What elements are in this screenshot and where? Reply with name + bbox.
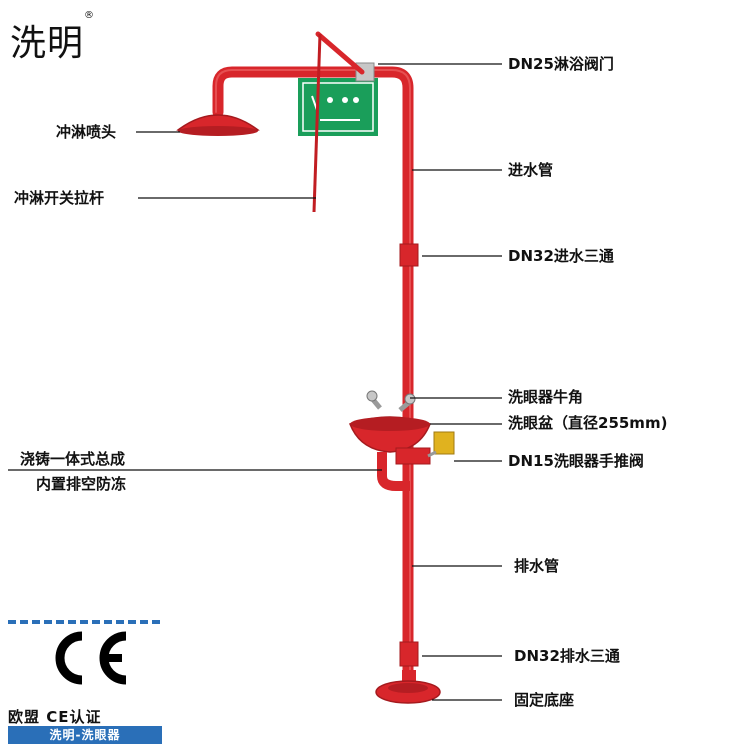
eyewash-assembly [349, 390, 455, 491]
label-drain-pipe: 排水管 [514, 557, 560, 575]
ce-certification-badge: 欧盟 CE认证 洗明-洗眼器 [8, 620, 162, 746]
label-eyewash-bowl: 洗眼盆（直径255mm) [508, 414, 668, 432]
fixed-base [375, 670, 441, 704]
label-pull-rod: 冲淋开关拉杆 [14, 189, 105, 207]
label-casting-line1: 浇铸一体式总成 [20, 450, 126, 468]
shower-head [176, 114, 260, 136]
label-inlet-pipe: 进水管 [508, 161, 554, 179]
pull-rod [312, 33, 322, 213]
registered-mark: ® [84, 10, 96, 21]
label-casting-line2: 内置排空防冻 [36, 475, 127, 493]
ce-banner: 洗明-洗眼器 [8, 726, 162, 744]
drain-tee [399, 641, 419, 667]
ce-mark-icon [55, 631, 127, 685]
leader-lines [8, 63, 502, 701]
brand-logo: 洗明 ® [10, 10, 95, 66]
shower-valve [315, 31, 375, 82]
label-drain-tee: DN32排水三通 [514, 647, 620, 665]
brand-name: 洗明 [10, 23, 85, 64]
label-base: 固定底座 [514, 691, 575, 709]
label-shower-head: 冲淋喷头 [56, 123, 117, 141]
ce-cert-text: 欧盟 CE认证 [8, 708, 102, 726]
label-shower-valve: DN25淋浴阀门 [508, 55, 614, 73]
label-eyewash-horn: 洗眼器牛角 [508, 388, 584, 406]
inlet-tee [399, 243, 419, 267]
badge-border-dashes [8, 620, 162, 624]
label-inlet-tee: DN32进水三通 [508, 247, 614, 265]
shower-pipe [212, 66, 414, 696]
safety-sign [298, 78, 378, 136]
label-push-valve: DN15洗眼器手推阀 [508, 452, 644, 470]
